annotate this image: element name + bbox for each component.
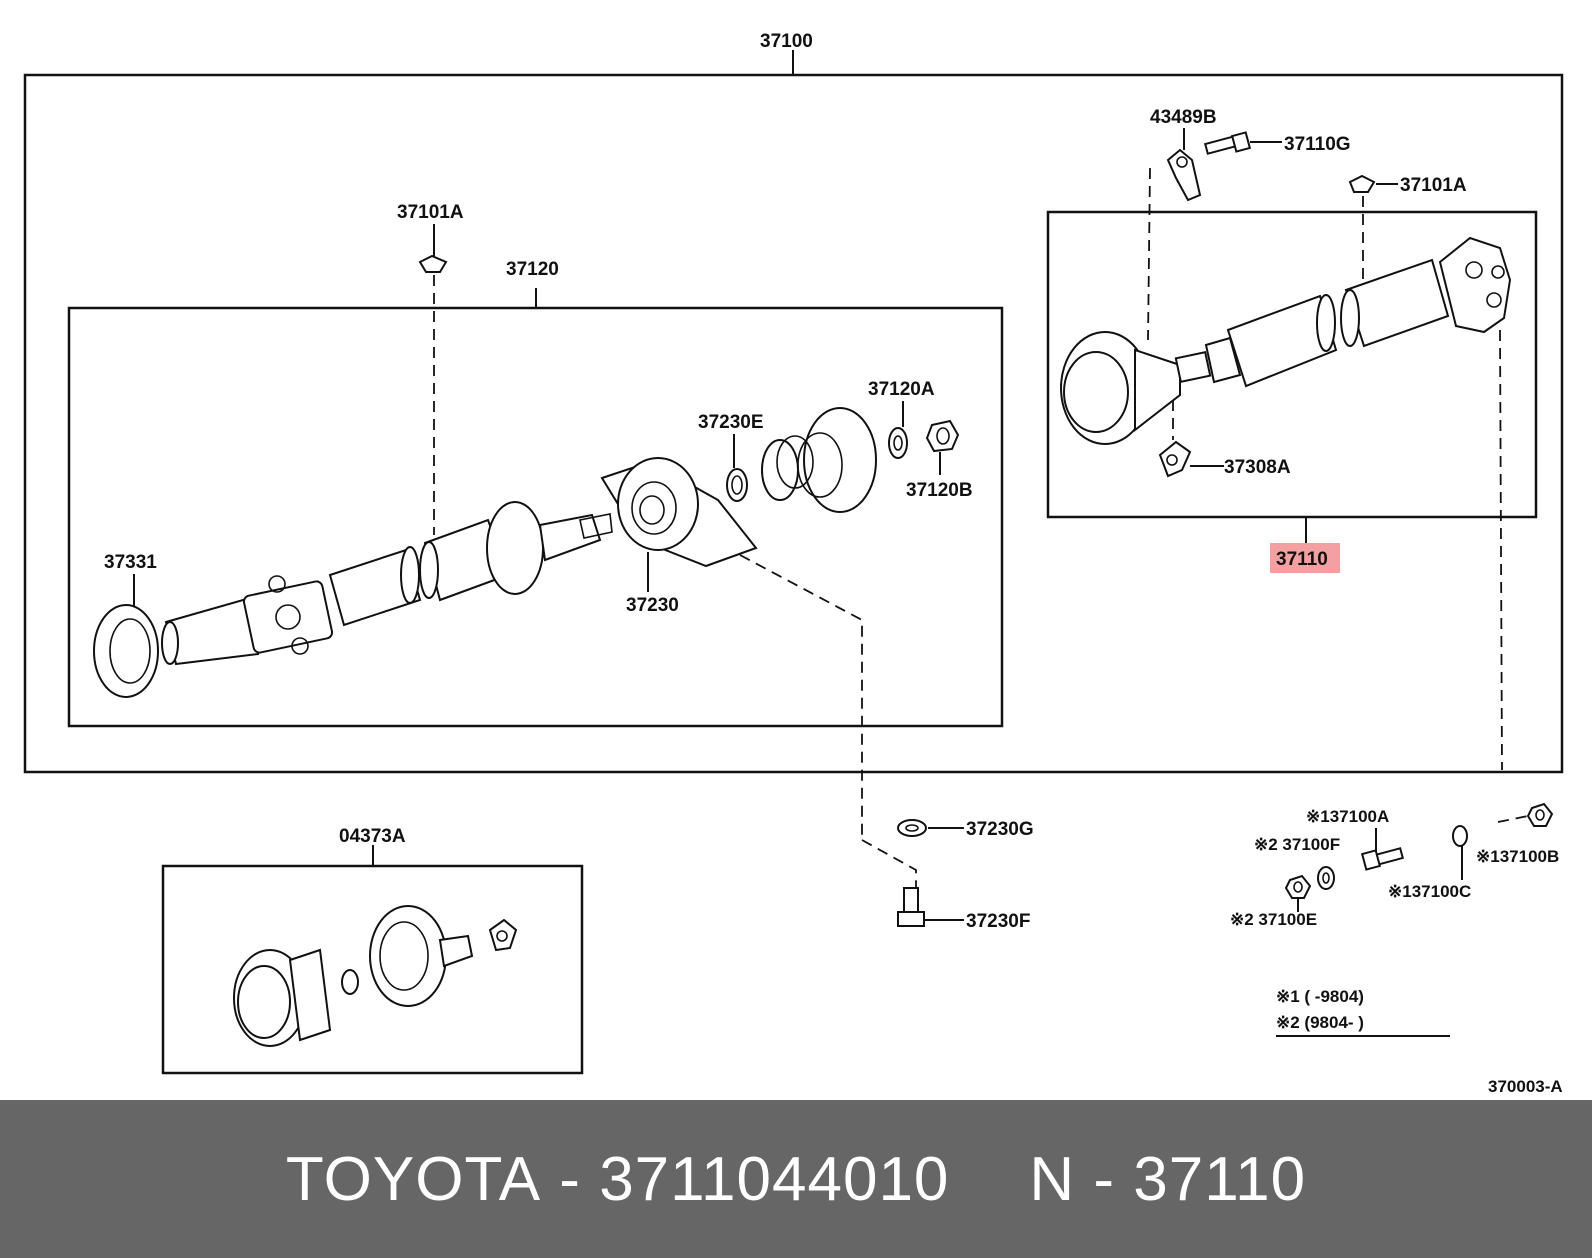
boot-seal-part xyxy=(93,604,159,698)
label-rear-shaft[interactable]: 37120 xyxy=(506,259,559,280)
clip-part xyxy=(1166,148,1202,202)
front-seal-cap-part xyxy=(1348,174,1376,193)
kit-boot-part xyxy=(369,905,447,1007)
label-assembly[interactable]: 37100 xyxy=(760,31,813,52)
assembly-frame xyxy=(23,73,1564,774)
footer-ref-number: 37110 xyxy=(1133,1144,1307,1214)
label-nut[interactable]: 37120B xyxy=(906,480,973,501)
label-clip[interactable]: 43489B xyxy=(1150,107,1217,128)
footer-brand: TOYOTA xyxy=(285,1144,542,1214)
note-2: ※2 (9804- ) xyxy=(1276,1013,1364,1032)
label-boot-seal[interactable]: 37331 xyxy=(104,552,157,573)
label-center-bearing[interactable]: 37230 xyxy=(626,595,679,616)
label-bolt-front[interactable]: 37110G xyxy=(1284,134,1351,155)
front-yoke-part xyxy=(1438,236,1512,334)
diagram-code: 370003-A xyxy=(1488,1077,1563,1096)
washer-c-part xyxy=(1452,825,1468,847)
front-shaft-frame xyxy=(1046,210,1538,519)
note-1: ※1 ( -9804) xyxy=(1276,987,1364,1006)
label-bolt-f[interactable]: 37230F xyxy=(966,911,1030,932)
label-front-seal-cap[interactable]: 37101A xyxy=(1400,175,1467,196)
label-front-shaft[interactable]: 37110 xyxy=(1276,549,1328,570)
nut-b-part xyxy=(1526,802,1554,827)
bearing-seal-part xyxy=(726,468,748,502)
label-washer-c[interactable]: ※137100C xyxy=(1388,882,1471,901)
nut-e-part xyxy=(1284,874,1312,899)
footer-part-number: 3711044010 xyxy=(599,1144,950,1214)
label-repair-kit[interactable]: 04373A xyxy=(339,826,406,847)
label-washer-g[interactable]: 37230G xyxy=(966,819,1034,840)
label-washer[interactable]: 37120A xyxy=(868,379,935,400)
label-nut-b[interactable]: ※137100B xyxy=(1476,847,1559,866)
seal-cap-top-part xyxy=(418,254,448,273)
label-clip-lower[interactable]: 37308A xyxy=(1224,457,1291,478)
washer-part xyxy=(888,427,908,459)
label-rear-seal-cap[interactable]: 37101A xyxy=(397,202,464,223)
rear-tube-part xyxy=(328,548,422,627)
bolt-f-part xyxy=(903,887,919,915)
label-bearing-seal[interactable]: 37230E xyxy=(698,412,764,433)
parts-diagram: 37100 37120 37110 04373A 37101A 37331 37… xyxy=(23,31,1564,1096)
label-nut-e[interactable]: ※2 37100E xyxy=(1230,910,1317,929)
front-tube-part xyxy=(1226,294,1338,388)
washer-g-part xyxy=(897,819,927,837)
nut-part xyxy=(925,419,960,453)
label-washer-f[interactable]: ※2 37100F xyxy=(1254,835,1340,854)
highlight-box xyxy=(1270,543,1340,573)
universal-joint-part xyxy=(242,580,334,654)
label-bolt-a[interactable]: ※137100A xyxy=(1306,807,1389,826)
footer-ref-prefix: N xyxy=(1029,1144,1076,1214)
clip-lower-part xyxy=(1158,440,1192,478)
washer-f-part xyxy=(1317,866,1335,890)
rear-flange-part xyxy=(486,501,544,595)
